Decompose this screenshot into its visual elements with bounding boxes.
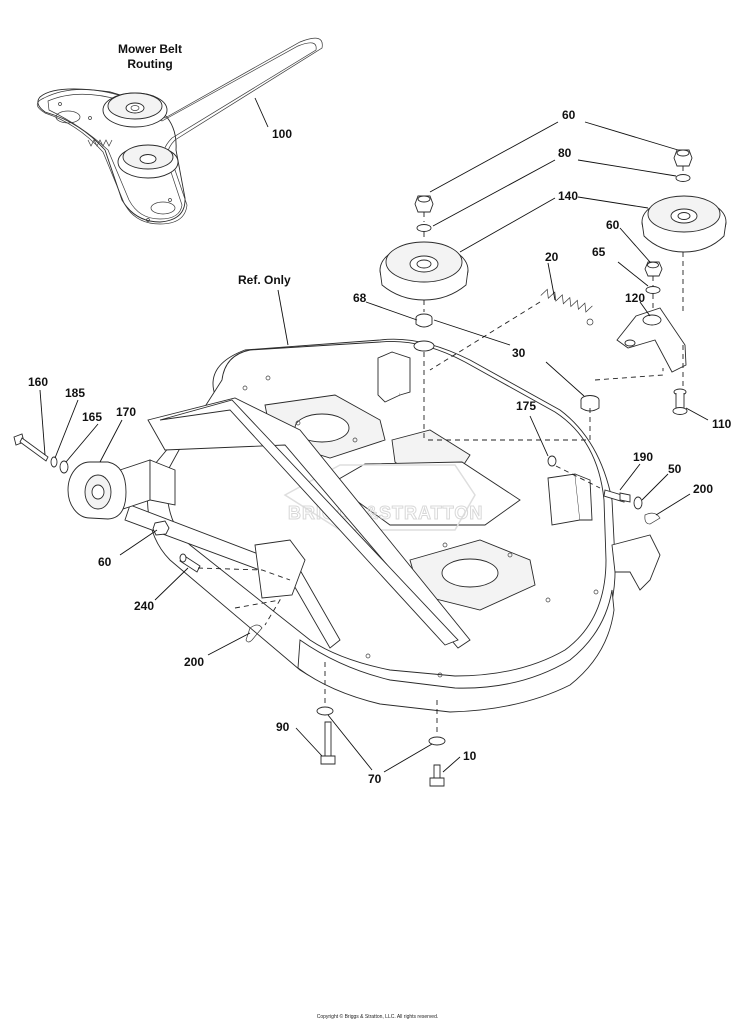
- callout-50: 50: [668, 462, 682, 476]
- washer-68: [413, 340, 435, 352]
- callout-165: 165: [82, 410, 102, 424]
- callout-190: 190: [633, 450, 653, 464]
- callout-185: 185: [65, 386, 85, 400]
- callout-175: 175: [516, 399, 536, 413]
- bolt-160: [13, 433, 49, 462]
- leader-lines: [39, 97, 709, 773]
- idler-pulley-right: [641, 195, 727, 253]
- bolt-90: [320, 721, 336, 765]
- callout-68: 68: [353, 291, 367, 305]
- washer-50: [633, 496, 643, 510]
- washer-165: [59, 460, 69, 474]
- washer-80-left: [416, 224, 432, 232]
- callout-160: 160: [28, 375, 48, 389]
- callout-30: 30: [512, 346, 526, 360]
- nut-60-lower: [152, 520, 170, 536]
- callout-60-lower: 60: [98, 555, 112, 569]
- callout-60-arm: 60: [606, 218, 620, 232]
- callout-20: 20: [545, 250, 559, 264]
- washer-80-right: [675, 174, 691, 182]
- hairpin-200-right: [644, 512, 661, 525]
- washer-65: [645, 286, 661, 294]
- callout-70: 70: [368, 772, 382, 786]
- bolt-10: [429, 764, 445, 787]
- callout-140: 140: [558, 189, 578, 203]
- nut-60-right: [673, 149, 693, 167]
- callout-90: 90: [276, 720, 290, 734]
- spacer-68: [415, 313, 433, 328]
- nut-60-left: [414, 195, 434, 213]
- callout-170: 170: [116, 405, 136, 419]
- callout-100: 100: [272, 127, 292, 141]
- callout-labels: 100 60 80 140 60 65 20 120 68 30 110 160…: [28, 108, 732, 786]
- callout-200-right: 200: [693, 482, 713, 496]
- callout-110: 110: [712, 417, 732, 431]
- belt-routing-title-line2: Routing: [127, 57, 173, 71]
- spacer-30: [580, 395, 600, 412]
- assembly-dashed-lines: [197, 166, 684, 736]
- gauge-wheel-170: [67, 461, 127, 520]
- stud-190: [603, 489, 631, 503]
- ref-only-label: Ref. Only: [238, 273, 291, 287]
- mower-deck-housing: BRIGGS&STRATTON: [119, 338, 661, 713]
- callout-10: 10: [463, 749, 477, 763]
- idler-arm-120: [616, 307, 687, 373]
- spring-20: [540, 288, 594, 326]
- belt-routing-title-line1: Mower Belt: [117, 42, 182, 56]
- bolt-110: [672, 388, 688, 415]
- bushing-175: [547, 455, 557, 467]
- nut-60-arm: [644, 261, 663, 277]
- callout-65: 65: [592, 245, 606, 259]
- callout-240: 240: [134, 599, 154, 613]
- callout-80: 80: [558, 146, 572, 160]
- belt-routing-inset: [36, 37, 323, 225]
- washer-185: [50, 456, 58, 468]
- callout-60-top: 60: [562, 108, 576, 122]
- callout-120: 120: [625, 291, 645, 305]
- idler-pulley-left: [379, 241, 469, 301]
- washer-70-left: [316, 706, 334, 716]
- washer-70-right: [428, 736, 446, 746]
- belt-routing-title: Mower Belt Routing: [95, 42, 205, 72]
- hairpin-200-lower: [245, 624, 263, 643]
- copyright-notice: Copyright © Briggs & Stratton, LLC. All …: [316, 1014, 439, 1020]
- callout-200-lower: 200: [184, 655, 204, 669]
- pin-240: [179, 553, 201, 573]
